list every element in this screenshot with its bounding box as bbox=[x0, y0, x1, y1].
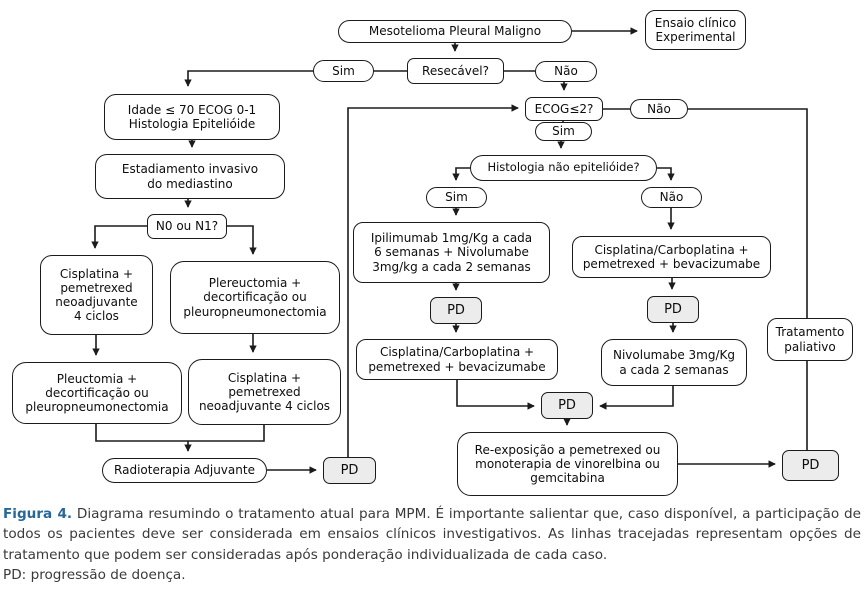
node-pd-3: PD bbox=[647, 296, 699, 323]
node-pd-2: PD bbox=[430, 297, 482, 324]
node-nao-resecavel: Não bbox=[535, 61, 597, 82]
node-ipilimumab-nivolumabe: Ipilimumab 1mg/Kg a cada 6 semanas + Niv… bbox=[353, 222, 550, 283]
node-sim-ecog: Sim bbox=[535, 122, 592, 141]
node-cisplatina-carboplatina-2: Cisplatina/Carboplatina + pemetrexed + b… bbox=[572, 236, 771, 278]
node-ensaio-clinico: Ensaio clínico Experimental bbox=[645, 10, 746, 50]
node-resecavel: Resecável? bbox=[407, 58, 504, 84]
node-pd-5: PD bbox=[782, 450, 839, 481]
node-cisplatina-neoadjuvante-1: Cisplatina + pemetrexed neoadjuvante 4 c… bbox=[40, 255, 153, 335]
node-mesotelioma: Mesotelioma Pleural Maligno bbox=[338, 20, 572, 43]
node-radioterapia: Radioterapia Adjuvante bbox=[102, 458, 267, 483]
connector-lines bbox=[91, 27, 808, 474]
caption-body: Diagrama resumindo o tratamento atual pa… bbox=[3, 506, 861, 563]
node-pd-1: PD bbox=[323, 457, 376, 484]
node-reexposicao: Re-exposição a pemetrexed ou monoterapia… bbox=[457, 432, 678, 496]
node-tratamento-paliativo: Tratamento paliativo bbox=[767, 318, 853, 361]
node-nao-histologia: Não bbox=[641, 187, 702, 208]
node-ecog: ECOG≤2? bbox=[525, 97, 603, 121]
node-nivolumabe: Nivolumabe 3mg/Kg a cada 2 semanas bbox=[601, 339, 747, 386]
caption-pd-note: PD: progressão de doença. bbox=[3, 567, 186, 584]
node-n0-n1: N0 ou N1? bbox=[147, 214, 227, 239]
node-histologia: Histologia não epitelióide? bbox=[470, 155, 657, 181]
node-cisplatina-carboplatina-1: Cisplatina/Carboplatina + pemetrexed + b… bbox=[356, 339, 558, 380]
node-sim-histologia: Sim bbox=[426, 187, 487, 208]
node-cisplatina-neoadjuvante-2: Cisplatina + pemetrexed neoadjuvante 4 c… bbox=[188, 359, 341, 425]
figure-label: Figura 4. bbox=[3, 506, 73, 522]
node-plereuctomia: Plereuctomia + decortificação ou pleurop… bbox=[170, 261, 340, 334]
node-nao-ecog: Não bbox=[630, 99, 688, 119]
node-idade-ecog: Idade ≤ 70 ECOG 0-1 Histologia Epiteliói… bbox=[104, 94, 280, 140]
figure-caption: Figura 4. Diagrama resumindo o tratament… bbox=[3, 504, 861, 586]
node-estadiamento: Estadiamento invasivo do mediastino bbox=[95, 154, 285, 199]
node-pd-4: PD bbox=[541, 392, 593, 419]
node-pleuctomia: Pleuctomia + decortificação ou pleuropne… bbox=[12, 362, 182, 424]
node-sim-resecavel: Sim bbox=[313, 60, 374, 82]
